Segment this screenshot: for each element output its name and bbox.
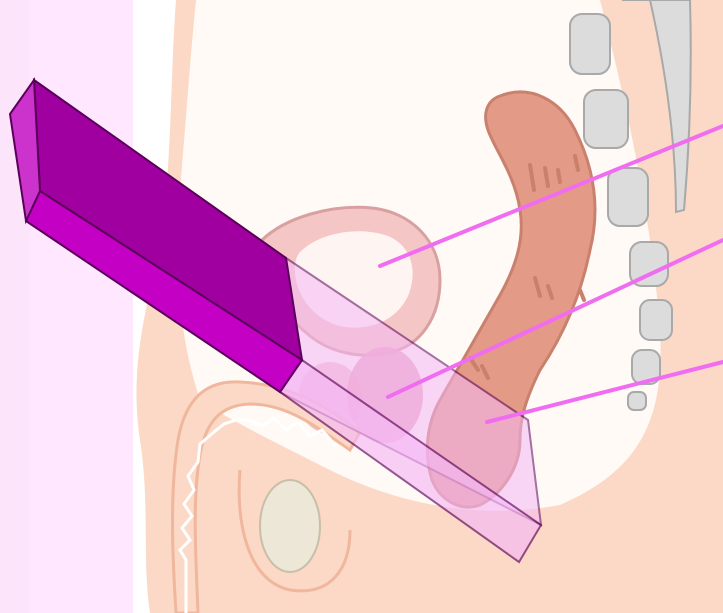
vertebra: [584, 90, 628, 148]
coccyx: [628, 392, 646, 410]
testis: [260, 480, 320, 572]
vertebra: [640, 300, 672, 340]
vertebra: [570, 14, 610, 74]
vertebra: [608, 168, 648, 226]
left-panel: [0, 0, 133, 613]
